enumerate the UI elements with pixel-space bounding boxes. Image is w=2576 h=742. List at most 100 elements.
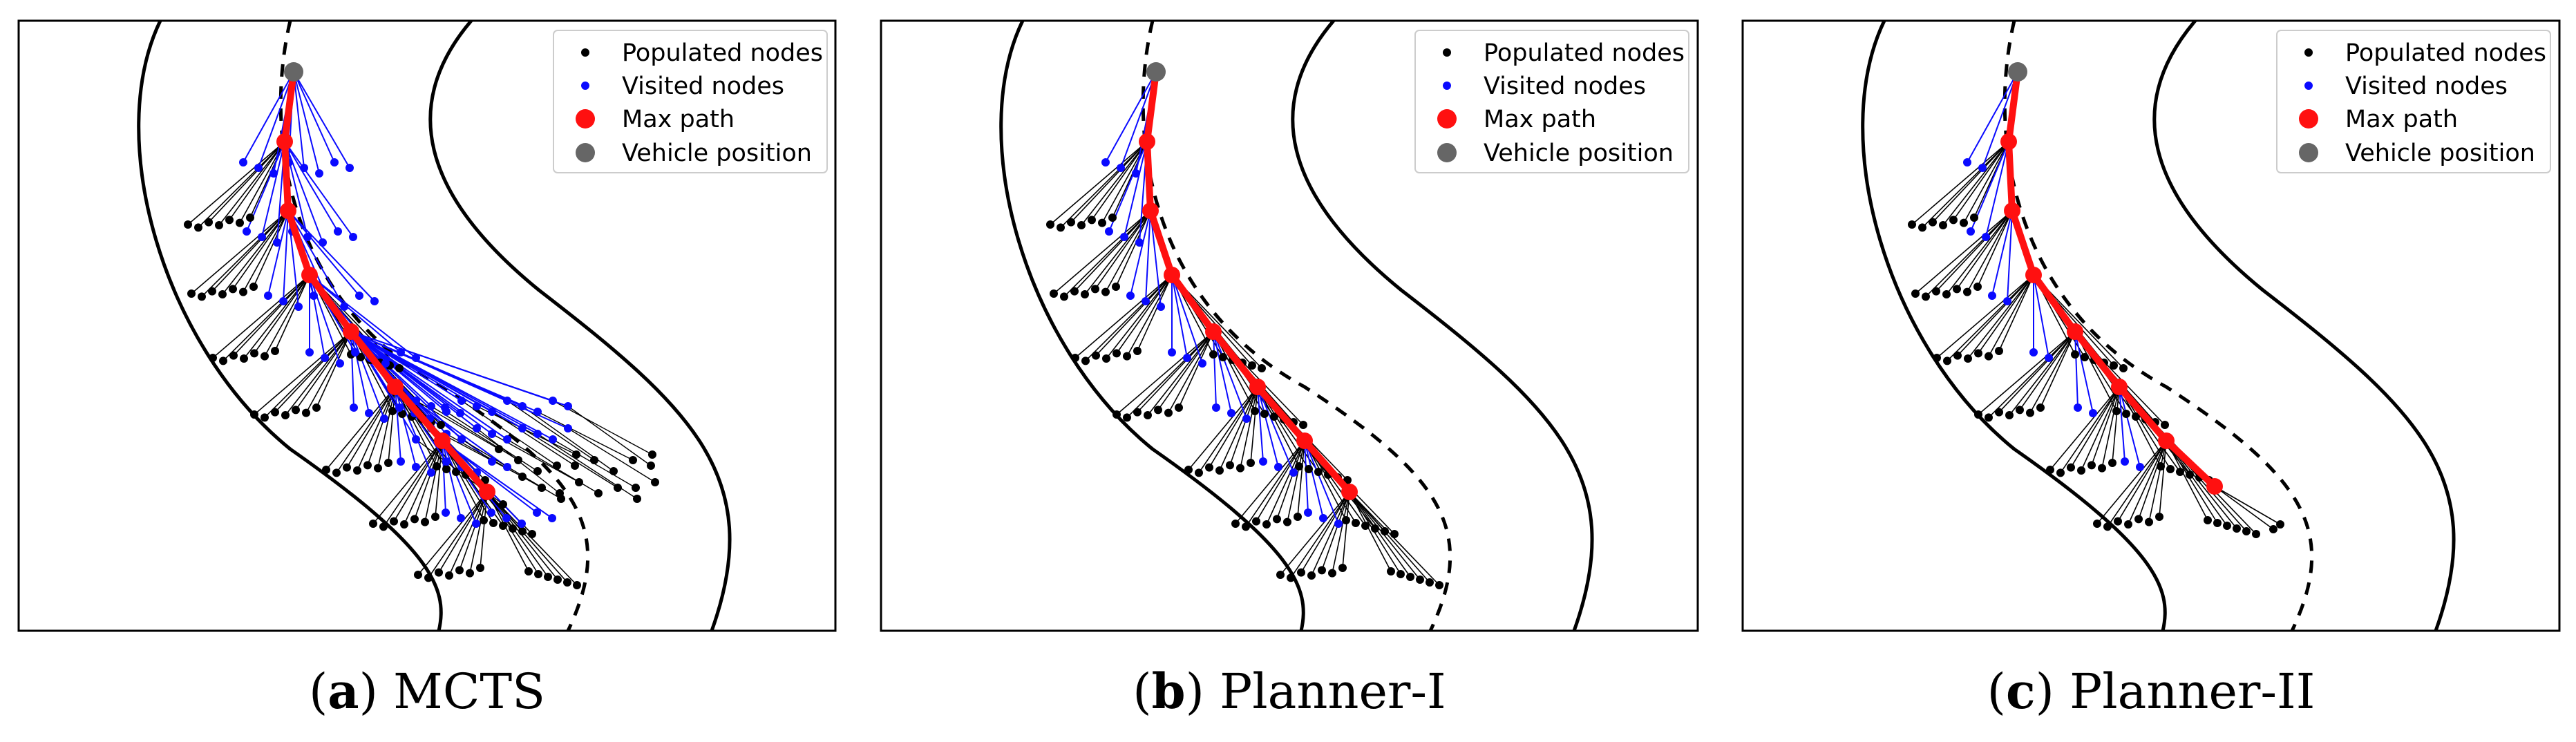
max-path-line — [281, 71, 490, 495]
tree-edge — [1963, 141, 2009, 224]
visited-node — [1132, 169, 1140, 178]
populated-node — [1963, 287, 1971, 296]
populated-node — [2276, 520, 2284, 529]
populated-node — [442, 465, 451, 473]
max-path-node — [343, 323, 359, 340]
tree-edge — [1349, 491, 1392, 572]
visited-node — [412, 463, 420, 471]
tree-edge — [254, 331, 352, 415]
tree-edge — [522, 428, 618, 488]
populated-node — [2005, 411, 2014, 419]
tree-edge — [1053, 210, 1151, 294]
visited-node — [456, 409, 464, 417]
populated-node — [1248, 361, 1256, 370]
legend-marker-visited — [581, 82, 589, 90]
tree-edge — [1091, 141, 1148, 220]
populated-node — [1985, 352, 1993, 361]
tree-edge — [1063, 210, 1151, 297]
visited-node — [254, 164, 263, 172]
legend-label-populated: Populated nodes — [2345, 39, 2546, 67]
visited-node — [2089, 409, 2097, 417]
populated-node — [1081, 290, 1089, 298]
visited-node — [564, 402, 572, 410]
tree-edge — [393, 440, 443, 522]
legend-box — [553, 30, 828, 173]
tree-edge — [417, 491, 488, 575]
populated-node — [1252, 517, 1260, 526]
tree-edge — [491, 411, 576, 466]
visited-edge — [395, 386, 432, 473]
visited-edge — [283, 210, 289, 302]
populated-node — [563, 578, 571, 587]
visited-node — [351, 348, 359, 356]
tree-edge — [357, 386, 396, 471]
populated-node — [499, 522, 507, 530]
visited-node — [303, 233, 312, 241]
tree-edge — [1235, 440, 1305, 524]
max-path-node — [1341, 484, 1358, 500]
visited-node — [2074, 403, 2082, 412]
visited-edge — [1967, 71, 2018, 163]
populated-node — [2269, 525, 2277, 533]
populated-node — [1943, 356, 1951, 365]
populated-node — [1953, 351, 1962, 360]
visited-node — [310, 292, 318, 300]
visited-node — [258, 233, 266, 241]
tree-edge — [2060, 386, 2120, 473]
populated-node — [2026, 408, 2034, 417]
visited-node — [457, 514, 465, 522]
visited-node — [269, 169, 278, 178]
populated-node — [2016, 406, 2024, 415]
search-tree — [184, 62, 659, 589]
populated-node — [556, 489, 564, 497]
populated-node — [2161, 421, 2169, 429]
tree-edge — [1935, 210, 2013, 292]
visited-node — [1274, 463, 1282, 471]
legend-marker-populated — [1443, 48, 1451, 57]
tree-edge — [1967, 274, 2034, 359]
visited-edge — [293, 71, 335, 163]
populated-node — [1416, 575, 1424, 584]
legend-marker-vehicle — [2299, 143, 2318, 162]
populated-node — [2134, 515, 2143, 524]
populated-node — [590, 456, 598, 464]
populated-node — [1974, 349, 1982, 358]
tree-edge — [1116, 274, 1173, 354]
populated-node — [1260, 410, 1269, 418]
populated-node — [2186, 470, 2194, 479]
populated-node — [495, 445, 503, 453]
visited-node — [487, 508, 495, 517]
populated-node — [1092, 351, 1100, 360]
visited-node — [457, 435, 466, 444]
populated-node — [433, 462, 441, 470]
visited-node — [345, 164, 354, 172]
max-path-line — [2005, 71, 2217, 489]
populated-node — [1381, 527, 1389, 535]
populated-node — [1057, 223, 1065, 232]
populated-node — [499, 500, 507, 508]
populated-node — [1184, 466, 1193, 474]
visited-node — [380, 415, 388, 423]
populated-node — [1995, 408, 2003, 417]
visited-node — [365, 409, 373, 417]
populated-node — [2071, 350, 2079, 359]
tree-edge — [567, 428, 656, 483]
populated-node — [205, 218, 213, 227]
tree-edge — [2107, 440, 2167, 527]
tree-edge — [295, 331, 352, 410]
visited-edge — [350, 331, 569, 407]
populated-node — [1226, 461, 1234, 470]
tree-edge — [383, 440, 443, 527]
visited-edge — [1991, 210, 2013, 296]
max-path-node — [1164, 267, 1180, 283]
populated-node — [553, 575, 562, 584]
tree-edge — [229, 141, 285, 220]
populated-node — [452, 468, 460, 476]
populated-node — [1942, 290, 1951, 298]
populated-node — [374, 464, 382, 473]
populated-node — [398, 410, 406, 418]
populated-node — [249, 283, 258, 291]
tree-edge — [2096, 440, 2167, 524]
tree-edge — [448, 491, 488, 576]
populated-node — [573, 581, 581, 589]
